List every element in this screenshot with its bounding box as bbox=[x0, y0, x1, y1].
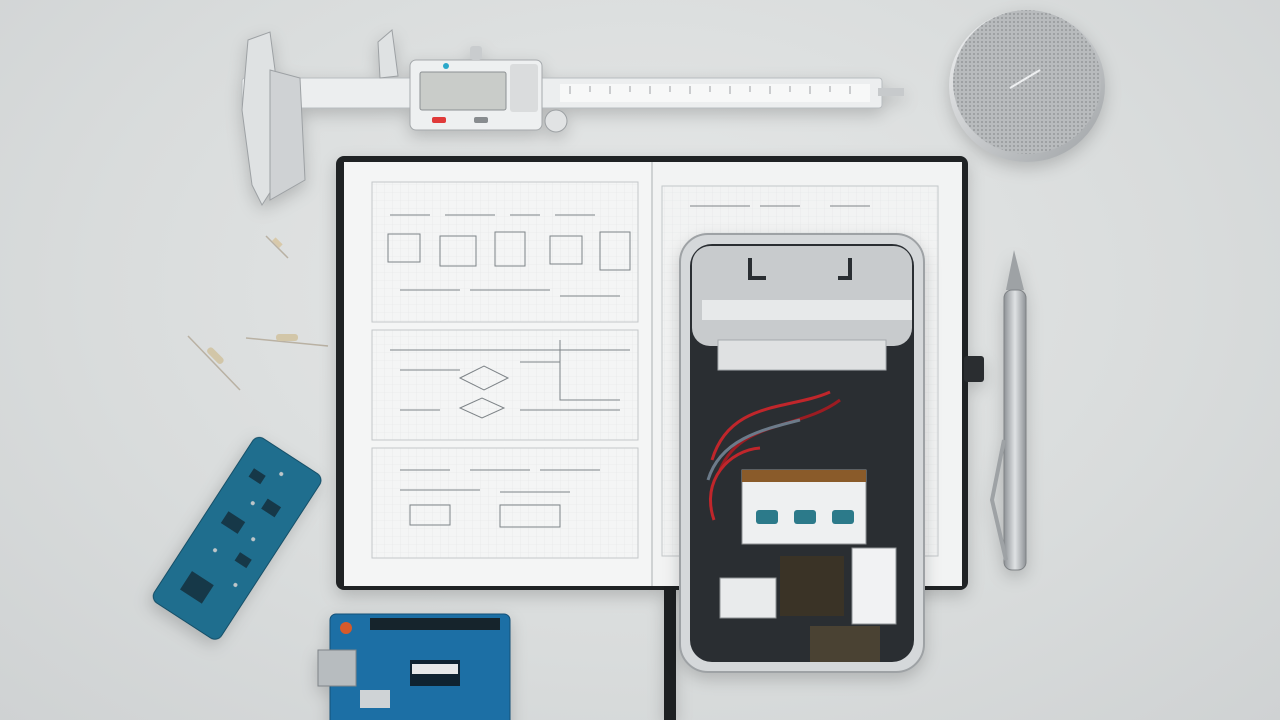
metal-pen bbox=[989, 250, 1027, 571]
digital-caliper bbox=[241, 29, 904, 207]
electronic-device-open-casing bbox=[679, 233, 925, 673]
arduino-board bbox=[317, 613, 511, 720]
blue-circuit-board bbox=[152, 436, 322, 640]
round-speaker bbox=[949, 10, 1105, 162]
resistors bbox=[187, 235, 329, 391]
